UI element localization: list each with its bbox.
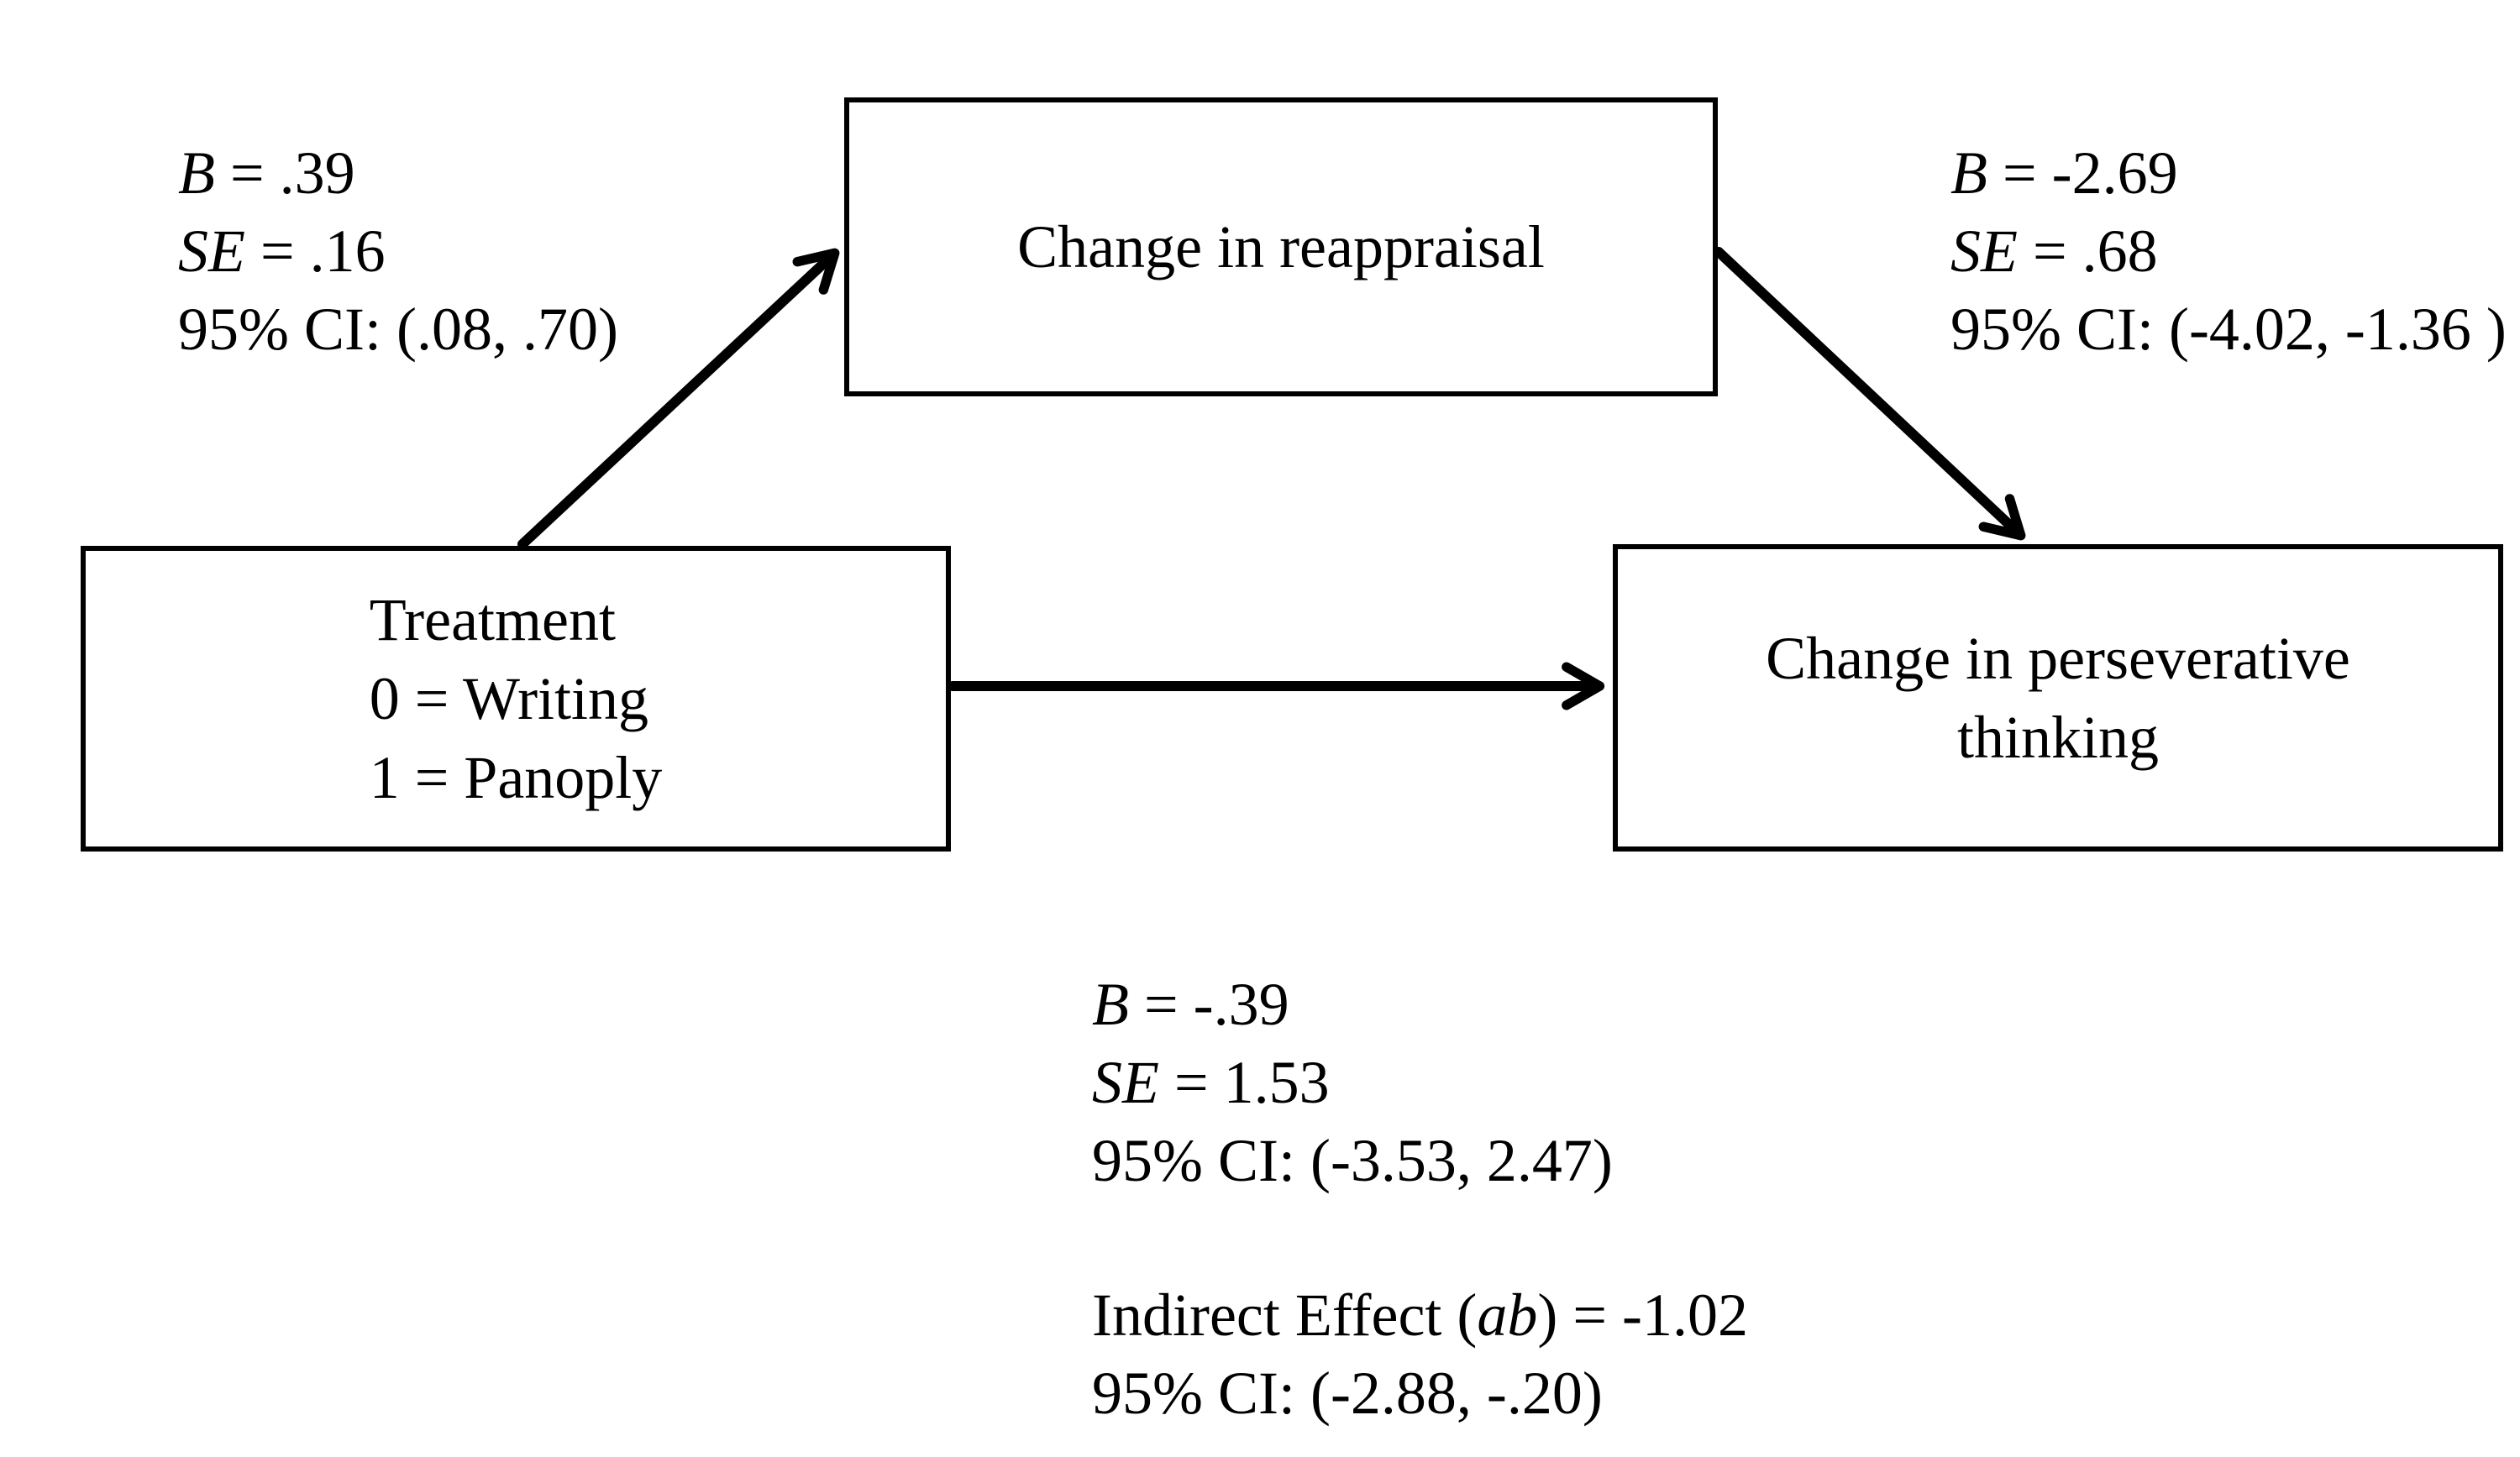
path-b-se-line: SE = .68 <box>1950 218 2158 285</box>
path-a-stats: B = .39 SE = .16 95% CI: (.08, .70) <box>178 134 618 369</box>
path-a-ci-line: 95% CI: (.08, .70) <box>178 296 618 363</box>
predictor-line-1: Treatment <box>369 586 616 653</box>
outcome-line-2: thinking <box>1956 704 2159 771</box>
path-a-arrow <box>517 248 840 549</box>
outcome-box: Change in perseverative thinking <box>1613 544 2503 852</box>
predictor-box: Treatment 0 = Writing 1 = Panoply <box>81 546 951 852</box>
indirect-effect-stats: Indirect Effect (ab) = -1.02 95% CI: (-2… <box>1092 1276 1748 1433</box>
indirect-effect-ci-line: 95% CI: (-2.88, -.20) <box>1092 1360 1603 1427</box>
path-a-b-line: B = .39 <box>178 139 355 207</box>
predictor-line-2: 0 = Writing <box>369 665 649 732</box>
indirect-effect-line: Indirect Effect (ab) = -1.02 <box>1092 1281 1748 1349</box>
path-c-ci-line: 95% CI: (-3.53, 2.47) <box>1092 1127 1613 1194</box>
path-b-arrow <box>1714 247 2026 541</box>
path-a-se-line: SE = .16 <box>178 218 386 285</box>
predictor-line-3: 1 = Panoply <box>369 744 663 811</box>
mediator-label: Change in reappraisal <box>1017 213 1545 280</box>
outcome-line-1: Change in perseverative <box>1766 625 2350 692</box>
outcome-label: Change in perseverative thinking <box>1766 619 2350 777</box>
path-b-ci-line: 95% CI: (-4.02, -1.36 ) <box>1950 296 2507 363</box>
predictor-label: Treatment 0 = Writing 1 = Panoply <box>370 580 663 817</box>
path-b-b-line: B = -2.69 <box>1950 139 2178 207</box>
path-c-stats: B = -.39 SE = 1.53 95% CI: (-3.53, 2.47) <box>1092 966 1613 1200</box>
mediator-box: Change in reappraisal <box>844 97 1718 396</box>
path-b-stats: B = -2.69 SE = .68 95% CI: (-4.02, -1.36… <box>1950 134 2507 369</box>
path-c-b-line: B = -.39 <box>1092 971 1289 1038</box>
path-c-se-line: SE = 1.53 <box>1092 1049 1330 1116</box>
